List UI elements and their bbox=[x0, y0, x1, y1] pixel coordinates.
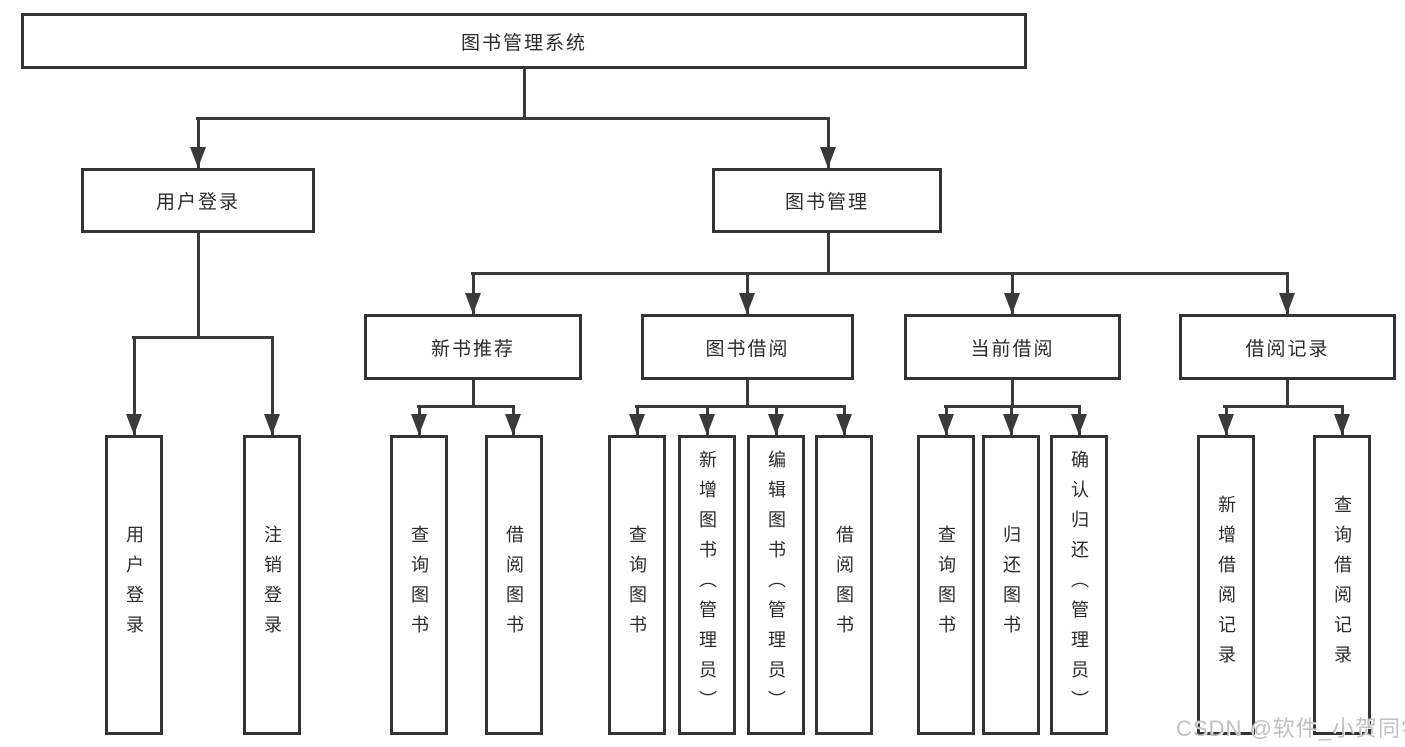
node-book-management: 图书管理 bbox=[712, 168, 942, 233]
leaf-edit-book-admin: 编辑图书（管理员） bbox=[747, 435, 805, 735]
connector-line bbox=[827, 233, 830, 274]
connector-line bbox=[196, 117, 830, 120]
leaf-user-login: 用户登录 bbox=[105, 435, 163, 735]
arrow-down-icon bbox=[465, 293, 481, 314]
leaf-label: 查询图书 bbox=[936, 525, 956, 645]
arrow-down-icon bbox=[699, 414, 715, 435]
leaf-label: 用户登录 bbox=[124, 525, 144, 645]
leaf-confirm-return-admin: 确认归还（管理员） bbox=[1050, 435, 1108, 735]
node-book-borrowing: 图书借阅 bbox=[641, 314, 854, 380]
leaf-query-books-borrowing: 查询图书 bbox=[608, 435, 666, 735]
node-label: 图书管理 bbox=[784, 192, 869, 213]
leaf-label: 编辑图书（管理员） bbox=[766, 450, 786, 720]
leaf-label: 确认归还（管理员） bbox=[1069, 450, 1089, 720]
node-new-book-recommend: 新书推荐 bbox=[364, 314, 582, 380]
arrow-down-icon bbox=[1279, 293, 1295, 314]
leaf-add-borrow-record: 新增借阅记录 bbox=[1197, 435, 1255, 735]
leaf-label: 借阅图书 bbox=[504, 525, 524, 645]
leaf-query-borrow-record: 查询借阅记录 bbox=[1313, 435, 1371, 735]
leaf-add-book-admin: 新增图书（管理员） bbox=[678, 435, 736, 735]
connector-line bbox=[1011, 380, 1014, 407]
leaf-return-books: 归还图书 bbox=[982, 435, 1040, 735]
arrow-down-icon bbox=[739, 293, 755, 314]
node-label: 图书借阅 bbox=[705, 338, 790, 360]
leaf-label: 查询图书 bbox=[409, 525, 429, 645]
arrow-down-icon bbox=[1218, 414, 1234, 435]
node-borrow-records: 借阅记录 bbox=[1179, 314, 1396, 380]
node-current-borrowing: 当前借阅 bbox=[904, 314, 1121, 380]
arrow-down-icon bbox=[411, 414, 427, 435]
arrow-down-icon bbox=[1004, 293, 1020, 314]
arrow-down-icon bbox=[505, 414, 521, 435]
leaf-label: 借阅图书 bbox=[834, 525, 854, 645]
leaf-borrow-books-recommend: 借阅图书 bbox=[485, 435, 543, 735]
node-label: 新书推荐 bbox=[430, 338, 515, 360]
watermark: CSDN @软件_小贺同学 bbox=[1176, 716, 1405, 741]
arrow-down-icon bbox=[1334, 414, 1350, 435]
node-user-login: 用户登录 bbox=[81, 168, 315, 233]
connector-line bbox=[472, 380, 475, 407]
arrow-down-icon bbox=[1003, 414, 1019, 435]
leaf-label: 查询借阅记录 bbox=[1332, 495, 1352, 675]
connector-line bbox=[1223, 405, 1344, 408]
arrow-down-icon bbox=[768, 414, 784, 435]
arrow-down-icon bbox=[820, 147, 836, 168]
node-label: 图书管理系统 bbox=[460, 32, 587, 54]
connector-line bbox=[197, 233, 200, 338]
arrow-down-icon bbox=[938, 414, 954, 435]
leaf-label: 注销登录 bbox=[262, 525, 282, 645]
arrow-down-icon bbox=[1071, 414, 1087, 435]
connector-line bbox=[523, 69, 526, 118]
connector-line bbox=[417, 405, 515, 408]
leaf-label: 新增图书（管理员） bbox=[697, 450, 717, 720]
leaf-query-books-current: 查询图书 bbox=[917, 435, 975, 735]
arrow-down-icon bbox=[190, 147, 206, 168]
node-label: 借阅记录 bbox=[1245, 338, 1330, 360]
connector-line bbox=[197, 117, 200, 168]
node-label: 用户登录 bbox=[155, 192, 240, 213]
arrow-down-icon bbox=[264, 414, 280, 435]
arrow-down-icon bbox=[629, 414, 645, 435]
leaf-borrow-books-borrowing: 借阅图书 bbox=[815, 435, 873, 735]
connector-line bbox=[635, 405, 846, 408]
connector-line bbox=[746, 380, 749, 407]
arrow-down-icon bbox=[836, 414, 852, 435]
connector-line bbox=[827, 117, 830, 168]
connector-line bbox=[132, 336, 274, 339]
leaf-logout: 注销登录 bbox=[243, 435, 301, 735]
connector-line bbox=[133, 336, 136, 435]
leaf-label: 查询图书 bbox=[627, 525, 647, 645]
leaf-label: 新增借阅记录 bbox=[1216, 495, 1236, 675]
connector-line bbox=[1286, 380, 1289, 407]
arrow-down-icon bbox=[126, 414, 142, 435]
connector-line bbox=[471, 272, 1289, 275]
leaf-label: 归还图书 bbox=[1001, 525, 1021, 645]
node-label: 当前借阅 bbox=[970, 338, 1055, 360]
node-library-system: 图书管理系统 bbox=[21, 13, 1027, 69]
leaf-query-books-recommend: 查询图书 bbox=[390, 435, 448, 735]
connector-line bbox=[271, 336, 274, 435]
